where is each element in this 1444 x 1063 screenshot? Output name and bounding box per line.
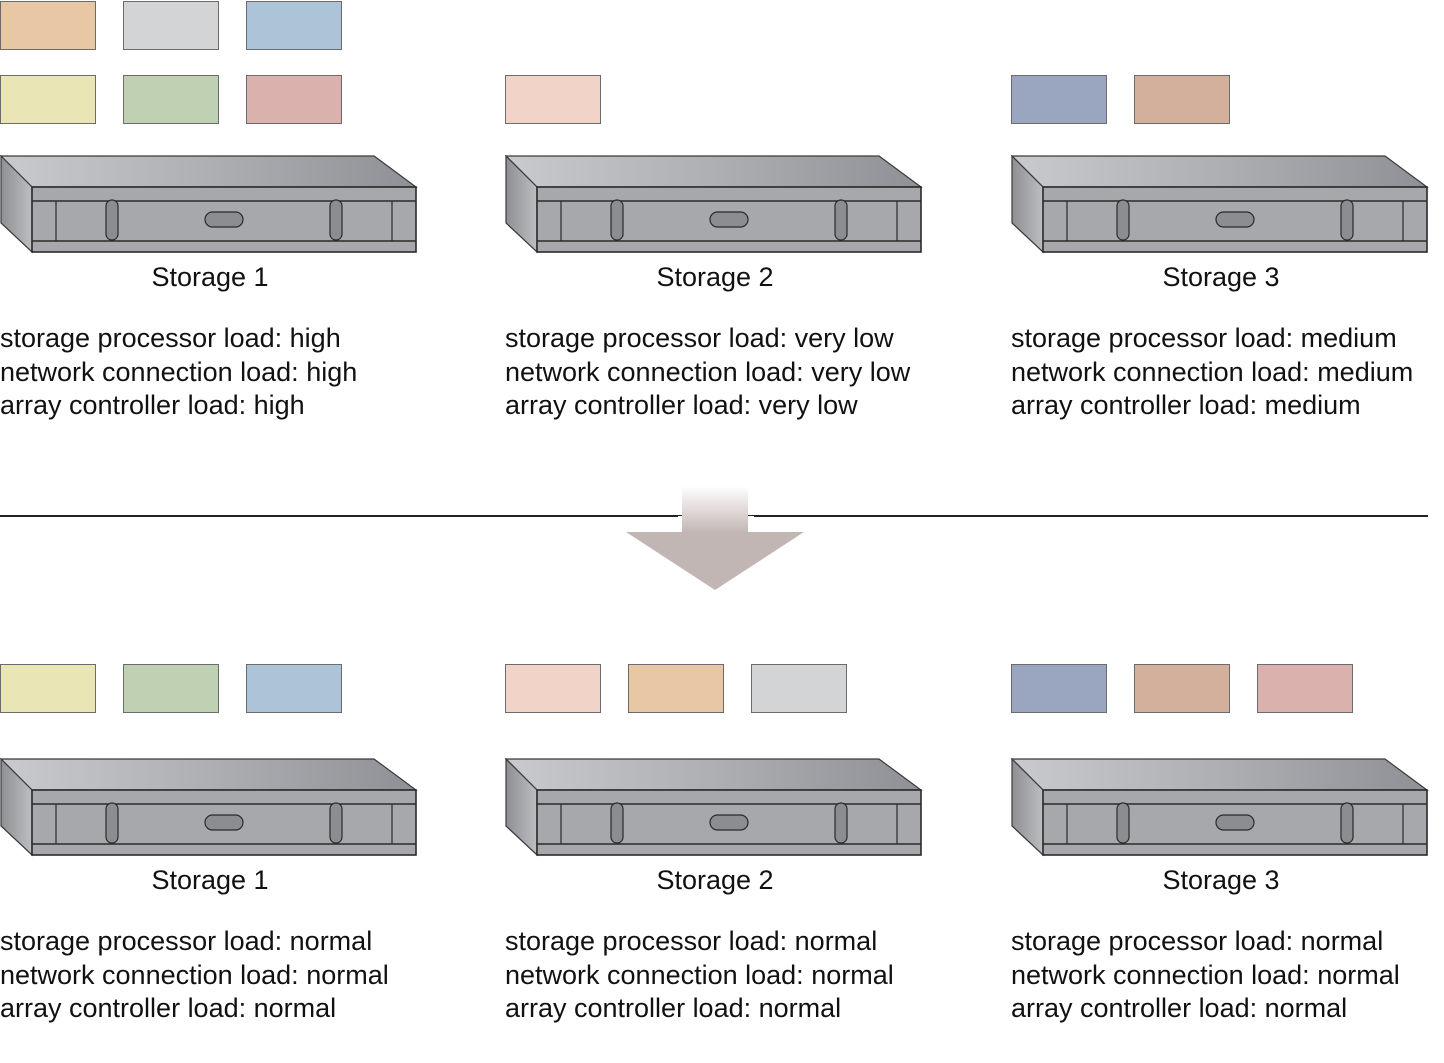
storage-processor-load: storage processor load: normal [1011,926,1384,956]
network-connection-load: network connection load: medium [1011,356,1414,387]
data-block-butter [0,75,96,124]
storage-device [505,758,925,858]
before-panel: Storage 1 storage processor load: high n… [0,0,1444,460]
storage-device [0,758,420,858]
array-controller-load: array controller load: medium [1011,390,1361,420]
data-block-silver [751,664,847,713]
data-block-tan [1134,664,1230,713]
data-block-blush [505,75,601,124]
load-stats: storage processor load: medium network c… [1011,322,1444,423]
storage-label: Storage 3 [1162,865,1280,895]
data-block-silver [123,1,219,50]
down-arrow-icon [620,486,810,594]
array-controller-load: array controller load: normal [1011,993,1348,1023]
array-controller-load: array controller load: high [0,390,305,420]
storage-unit-2: Storage 2 storage processor load: normal… [505,603,955,1033]
load-stats: storage processor load: normal network c… [505,925,955,1026]
storage-processor-load: storage processor load: normal [505,926,878,956]
storage-device [0,155,420,255]
storage-device [1011,155,1431,255]
data-block-peach [0,1,96,50]
data-block-rose [246,75,342,124]
network-connection-load: network connection load: high [0,356,358,387]
after-panel: Storage 1 storage processor load: normal… [0,603,1444,1063]
array-controller-load: array controller load: very low [505,390,858,420]
data-block-slate [1011,75,1107,124]
load-stats: storage processor load: normal network c… [0,925,450,1026]
storage-unit-1: Storage 1 storage processor load: high n… [0,0,450,430]
storage-processor-load: storage processor load: high [0,323,341,353]
storage-unit-2: Storage 2 storage processor load: very l… [505,0,955,430]
network-connection-load: network connection load: very low [505,356,911,387]
network-connection-load: network connection load: normal [1011,959,1400,990]
data-block-tan [1134,75,1230,124]
data-block-sky [246,1,342,50]
storage-label: Storage 2 [656,865,774,895]
storage-label: Storage 2 [656,262,774,292]
storage-label: Storage 3 [1162,262,1280,292]
storage-device [1011,758,1431,858]
storage-label: Storage 1 [151,262,269,292]
array-controller-load: array controller load: normal [0,993,337,1023]
data-block-blush [505,664,601,713]
data-block-rose [1257,664,1353,713]
data-block-peach [628,664,724,713]
storage-unit-1: Storage 1 storage processor load: normal… [0,603,450,1033]
data-block-butter [0,664,96,713]
network-connection-load: network connection load: normal [0,959,389,990]
data-block-sage [123,664,219,713]
data-block-sage [123,75,219,124]
storage-processor-load: storage processor load: normal [0,926,373,956]
load-stats: storage processor load: very low network… [505,322,955,423]
array-controller-load: array controller load: normal [505,993,842,1023]
data-block-sky [246,664,342,713]
storage-unit-3: Storage 3 storage processor load: medium… [1011,0,1444,430]
network-connection-load: network connection load: normal [505,959,894,990]
storage-unit-3: Storage 3 storage processor load: normal… [1011,603,1444,1033]
data-block-slate [1011,664,1107,713]
load-stats: storage processor load: normal network c… [1011,925,1444,1026]
storage-label: Storage 1 [151,865,269,895]
load-stats: storage processor load: high network con… [0,322,450,423]
storage-processor-load: storage processor load: very low [505,323,894,353]
storage-device [505,155,925,255]
storage-processor-load: storage processor load: medium [1011,323,1397,353]
